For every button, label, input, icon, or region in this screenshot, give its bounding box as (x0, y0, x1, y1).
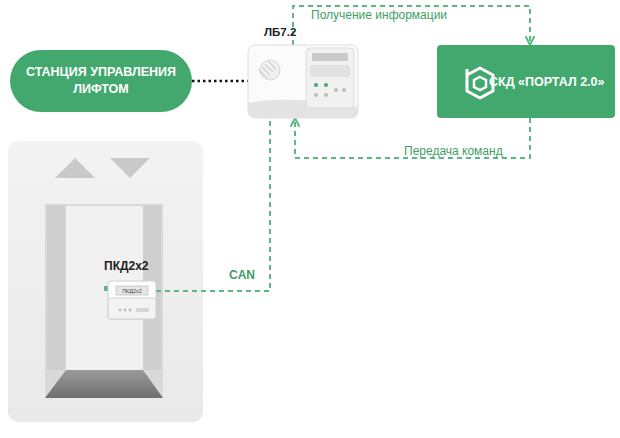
elevator-cabin (8, 141, 203, 422)
indicator-dot (334, 88, 338, 92)
edge-label: CAN (229, 268, 255, 282)
door-left (47, 206, 65, 370)
device-button (136, 308, 149, 312)
device-display (310, 65, 350, 77)
door-frame (45, 204, 163, 398)
node-outline (248, 45, 358, 118)
data-flow-arrow (293, 6, 530, 45)
down-arrow-symbol (110, 158, 150, 178)
pkd-device: ПКД2x2ПКД2x2 (108, 281, 156, 319)
acs-box: СКД «ПОРТАЛ 2.0» (437, 45, 615, 118)
device-plate (116, 286, 148, 295)
speaker-symbol (260, 60, 280, 80)
device-body (248, 45, 358, 118)
device-panel (306, 48, 354, 108)
can-bus-line (156, 118, 270, 291)
node-title: СТАНЦИЯ УПРАВЛЕНИЯ ЛИФТОМ (22, 64, 180, 98)
lb-device: ЛБ7.2 (248, 45, 358, 118)
cabin-floor (45, 370, 163, 398)
node-title: СКД «ПОРТАЛ 2.0» (489, 75, 609, 89)
logo-symbol (474, 77, 486, 90)
indicator-dot (324, 93, 328, 97)
data-flow-arrow (295, 118, 530, 158)
edge-label: Получение информации (311, 8, 447, 22)
indicator-dot (314, 93, 318, 97)
card-slot (312, 53, 348, 61)
indicator-dot (314, 83, 318, 87)
device-plate-text: ПКД2x2 (117, 287, 147, 295)
device-body (108, 281, 156, 319)
up-arrow-symbol (55, 158, 95, 178)
speaker-grille (268, 61, 276, 69)
edge-label: Передача команд (404, 144, 503, 158)
control-station-box: СТАНЦИЯ УПРАВЛЕНИЯ ЛИФТОМ (10, 50, 192, 112)
indicator-dot (342, 88, 346, 92)
device-label: ПКД2x2 (104, 259, 149, 273)
device-label: ЛБ7.2 (264, 26, 296, 38)
node-outline (108, 281, 156, 319)
device-base (108, 298, 156, 319)
indicator-dot (324, 83, 328, 87)
indicator-dot (119, 309, 122, 312)
indicator-dot (124, 309, 127, 312)
dotted-link (192, 80, 248, 83)
indicator-dot (129, 309, 132, 312)
